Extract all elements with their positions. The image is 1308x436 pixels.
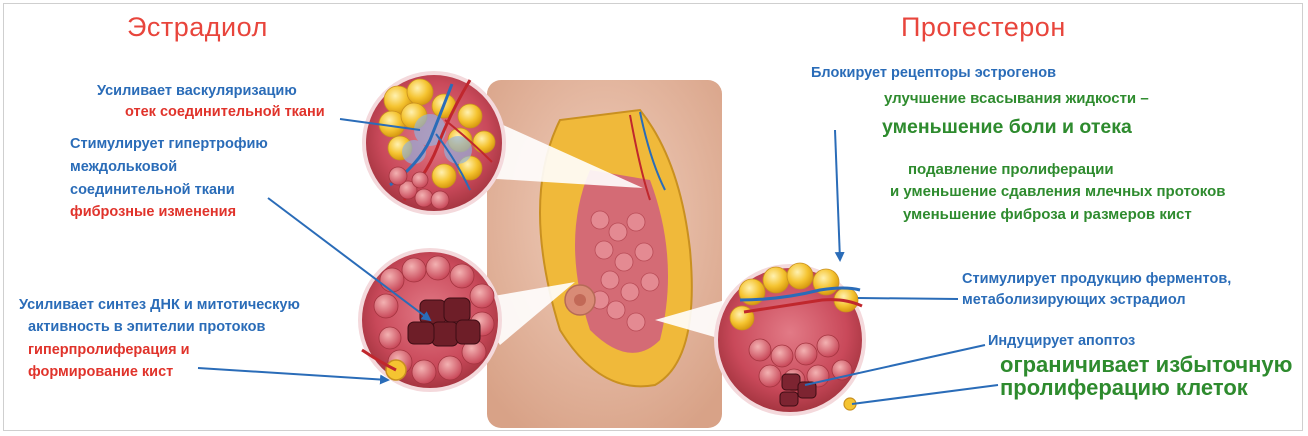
label-fibrosis: фиброзные изменения [70, 203, 236, 221]
label-enzymes-1: Стимулирует продукцию ферментов, [962, 270, 1231, 288]
label-dna-1: Усиливает синтез ДНК и митотическую [19, 296, 300, 314]
label-reduce-compression: и уменьшение сдавления млечных протоков [890, 183, 1226, 202]
label-limit-1: ограничивает избыточную [1000, 353, 1292, 376]
label-enzymes-2: метаболизирующих эстрадиол [962, 291, 1186, 309]
label-hypertrophy-3: соединительной ткани [70, 181, 235, 199]
label-hyperprolif-2: формирование кист [28, 363, 173, 381]
label-dna-2: активность в эпителии протоков [28, 318, 265, 336]
circle-vascularization [364, 73, 504, 213]
label-block-receptors: Блокирует рецепторы эстрогенов [811, 64, 1056, 82]
label-hypertrophy-1: Стимулирует гипертрофию [70, 135, 268, 153]
pointer-receptors [835, 130, 840, 260]
label-absorption: улучшение всасывания жидкости – [884, 90, 1149, 109]
circle-progesterone [716, 263, 864, 414]
pointer-enzymes [858, 298, 958, 299]
label-hypertrophy-2: междольковой [70, 158, 177, 176]
title-estradiol: Эстрадиол [127, 12, 268, 43]
torso-illustration [487, 80, 722, 428]
label-vascularization: Усиливает васкуляризацию [97, 82, 297, 100]
label-edema: отек соединительной ткани [125, 103, 325, 121]
label-apoptosis: Индуцирует апоптоз [988, 332, 1135, 350]
label-limit-2: пролиферацию клеток [1000, 376, 1248, 399]
label-suppress: подавление пролиферации [908, 161, 1114, 180]
pointer-limit [852, 385, 998, 404]
pointer-hyperproliferation [198, 368, 388, 380]
label-fibrosis-cysts: уменьшение фиброза и размеров кист [903, 206, 1192, 225]
label-hyperprolif-1: гиперпролиферация и [28, 341, 190, 359]
title-progesterone: Прогестерон [901, 12, 1066, 43]
label-pain-edema: уменьшение боли и отека [882, 115, 1132, 139]
